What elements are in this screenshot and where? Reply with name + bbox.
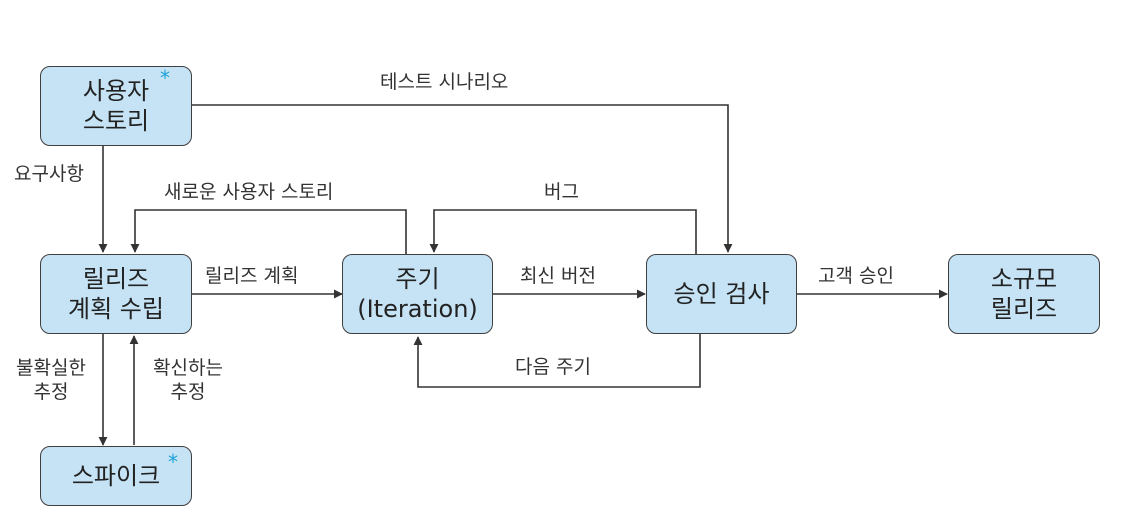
node-spike: 스파이크 <box>40 446 192 506</box>
node-spike-line1: 스파이크 <box>71 462 161 490</box>
label-confident-estimate-line1: 확신하는 <box>153 357 223 379</box>
label-test-scenario: 테스트 시나리오 <box>380 71 509 93</box>
label-confident-estimate-line2: 추정 <box>170 381 206 403</box>
node-acceptance-test-line1: 승인 검사 <box>673 280 770 308</box>
label-customer-approval: 고객 승인 <box>818 265 894 287</box>
label-confident-estimate: 확신하는 추정 <box>143 356 233 404</box>
user-story-mark: * <box>160 66 170 90</box>
label-release-plan: 릴리즈 계획 <box>205 265 299 287</box>
arrow-new-user-story <box>130 209 407 254</box>
node-user-story: 사용자 스토리 <box>40 66 192 146</box>
label-uncertain-estimate-line2: 추정 <box>33 381 69 403</box>
node-small-release-line1: 소규모 <box>990 265 1058 293</box>
node-small-release-line2: 릴리즈 <box>990 295 1058 323</box>
arrow-bug <box>429 209 697 254</box>
label-requirements: 요구사항 <box>14 163 84 185</box>
node-release-planning-line2: 계획 수립 <box>68 295 164 323</box>
node-user-story-line1: 사용자 <box>82 77 150 105</box>
label-latest-version: 최신 버전 <box>520 265 596 287</box>
arrow-next-iteration <box>413 334 701 388</box>
node-user-story-line2: 스토리 <box>82 107 150 135</box>
spike-mark: * <box>168 450 178 474</box>
label-next-iteration: 다음 주기 <box>515 356 591 378</box>
node-release-planning: 릴리즈 계획 수립 <box>40 254 192 334</box>
node-acceptance-test: 승인 검사 <box>646 254 797 334</box>
label-uncertain-estimate-line1: 불확실한 <box>16 357 86 379</box>
label-uncertain-estimate: 불확실한 추정 <box>8 356 94 404</box>
arrow-test-scenario <box>192 104 733 253</box>
node-small-release: 소규모 릴리즈 <box>948 254 1100 334</box>
label-bug: 버그 <box>544 181 579 203</box>
label-new-user-story: 새로운 사용자 스토리 <box>164 181 334 203</box>
node-iteration-line1: 주기 <box>395 265 440 293</box>
node-iteration-line2: (Iteration) <box>357 295 478 323</box>
node-iteration: 주기 (Iteration) <box>342 254 493 334</box>
node-release-planning-line1: 릴리즈 <box>82 265 150 293</box>
